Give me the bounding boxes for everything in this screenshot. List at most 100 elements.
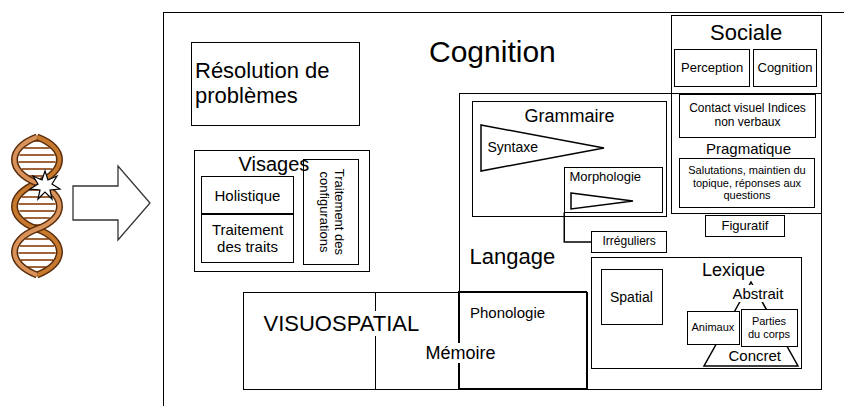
box-label: Résolution de problèmes: [195, 58, 355, 109]
dna-rung: [27, 266, 46, 268]
dna-rung: [18, 161, 55, 163]
text-holder: Salutations, maintien du topique, répons…: [686, 164, 808, 202]
text-holder: Contact visuel Indices non verbaux: [689, 102, 807, 130]
box-label: Traitement des configurations: [316, 163, 346, 261]
text-holder: Grammaire: [525, 106, 615, 127]
box-label: Irréguliers: [603, 235, 656, 249]
text-holder: Traitement des configurations: [316, 163, 346, 261]
text-holder: Mémoire: [424, 343, 498, 364]
box-label: Syntaxe: [488, 139, 539, 155]
box-label: Abstrait: [731, 285, 786, 302]
dna-rung: [21, 259, 53, 261]
box-label: Mémoire: [424, 343, 498, 364]
dna-strand: [15, 137, 60, 275]
dna-rung: [24, 147, 50, 149]
box-label: Concret: [727, 347, 784, 364]
box-label: Spatial: [610, 289, 653, 305]
dna-rung: [20, 245, 54, 247]
concept-box: LexiqueSpatial AbstraitConcret Animaux Part…: [591, 257, 802, 369]
text-holder: Langage: [470, 244, 556, 269]
dna-strand: [15, 137, 60, 275]
box-label: VISUOSPATIAL: [262, 311, 422, 336]
dna-rung: [22, 196, 53, 198]
text-holder: Visages: [239, 153, 310, 176]
box-label: Cognition: [429, 35, 556, 70]
box-label: Visages: [239, 153, 310, 176]
concept-box: Traitement des configurations: [303, 159, 359, 265]
text-holder: Sociale: [710, 20, 782, 45]
concept-box: Contact visuel Indices non verbaux: [679, 94, 816, 138]
concept-box: VisagesHolistiqueTraitement des traits Tr…: [194, 150, 370, 272]
concept-box: Morphologie: [564, 167, 663, 213]
text-holder: Morphologie: [570, 170, 642, 185]
dna-rung: [19, 210, 54, 212]
dna-helix: [15, 137, 60, 275]
text-holder: Résolution de problèmes: [195, 58, 355, 109]
concept-box: Parties du corps: [741, 309, 798, 347]
concept-box: Perception: [674, 49, 750, 87]
box-label: Salutations, maintien du topique, répons…: [686, 164, 808, 202]
box-label: Sociale: [710, 20, 782, 45]
text-holder: Cognition: [429, 35, 556, 70]
concept-box: Traitement des traits: [201, 214, 294, 263]
concept-box: Spatial: [601, 269, 663, 325]
dna-rung: [18, 252, 55, 254]
box-label: Lexique: [702, 260, 765, 281]
mutation-burst: [30, 171, 60, 199]
concept-box: GrammaireSyntaxeMorphologie: [472, 101, 667, 217]
concept-box: CognitionRésolution de problèmesVisagesH…: [163, 12, 844, 406]
dna-rung: [24, 217, 50, 219]
text-holder: VISUOSPATIAL: [262, 311, 422, 336]
concept-box: SocialePerception CognitionContact visuel…: [671, 15, 822, 214]
text-holder: Irréguliers: [603, 235, 656, 249]
dna-rung: [19, 154, 54, 156]
box-label: Perception: [681, 61, 743, 76]
box-label: Figuratif: [722, 219, 769, 234]
block-arrow: [73, 166, 150, 240]
box-label: Animaux: [692, 321, 735, 334]
dna-strand: [15, 137, 60, 275]
text-holder: Phonologie: [470, 304, 545, 321]
triangle-node: Syntaxe: [480, 124, 605, 172]
text-holder: Parties du corps: [746, 315, 792, 340]
text-holder: Perception: [681, 61, 743, 76]
concept-box: Figuratif: [705, 215, 785, 237]
box-label: Grammaire: [525, 106, 615, 127]
text-holder: Lexique: [702, 260, 765, 281]
text-holder: Holistique: [215, 187, 281, 204]
text-holder: Spatial: [610, 289, 653, 305]
text-holder: Traitement des traits: [205, 221, 290, 256]
box-label: Parties du corps: [746, 315, 792, 340]
concept-box: Salutations, maintien du topique, répons…: [679, 158, 815, 208]
dna-rung: [22, 168, 53, 170]
concept-box: Résolution de problèmes: [191, 42, 360, 126]
box-label: Langage: [470, 244, 556, 269]
text-holder: Cognition: [758, 61, 813, 76]
triangle-shape: [481, 125, 604, 171]
group-label: Pragmatique: [706, 140, 791, 157]
concept-box: Phonologie: [458, 291, 587, 389]
box-label: Cognition: [758, 61, 813, 76]
box-label: Morphologie: [570, 170, 642, 185]
concept-box: Holistique: [201, 176, 294, 214]
concept-box: Langage GrammaireSyntaxeMorphologieIrrégu…: [459, 93, 822, 390]
text-holder: Animaux: [692, 321, 735, 334]
box-label: Phonologie: [470, 304, 545, 321]
text-holder: Abstrait: [731, 285, 786, 302]
concept-box: Animaux: [687, 311, 740, 345]
concept-box: Irréguliers: [591, 231, 667, 253]
text-holder: Figuratif: [722, 219, 769, 234]
text-holder: Pragmatique: [706, 140, 791, 157]
concept-box: VISUOSPATIAL: [243, 292, 460, 390]
dna-rung: [18, 203, 55, 205]
triangle-shape: [571, 193, 633, 209]
dna-strand: [15, 137, 60, 275]
concept-box: Cognition: [753, 49, 817, 87]
box-label: Holistique: [215, 187, 281, 204]
box-label: Contact visuel Indices non verbaux: [689, 102, 807, 130]
text-holder: Syntaxe: [488, 139, 539, 155]
dna-rung: [25, 238, 49, 240]
text-holder: Concret: [727, 347, 784, 364]
box-label: Traitement des traits: [205, 221, 290, 256]
